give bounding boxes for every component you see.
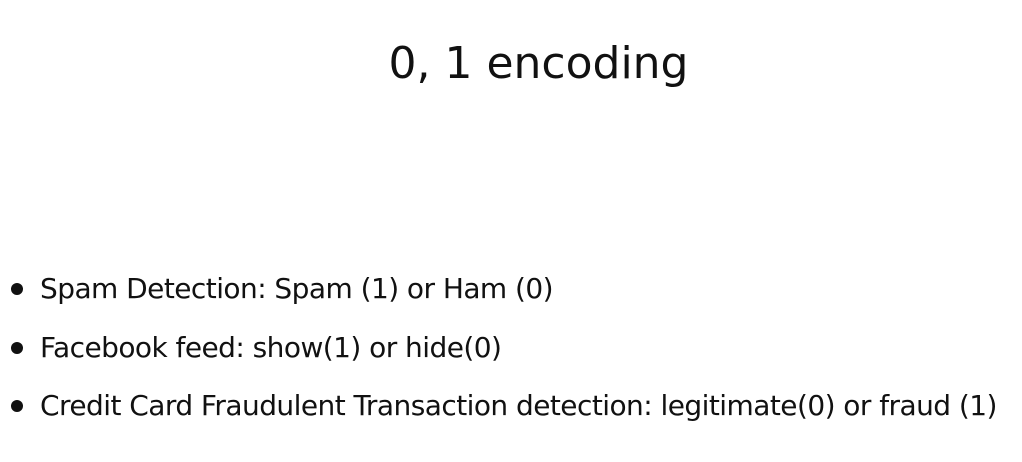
bullet-item-facebook-feed: Facebook feed: show(1) or hide(0) <box>7 319 997 378</box>
bullet-item-spam-detection: Spam Detection: Spam (1) or Ham (0) <box>7 260 997 319</box>
bullet-dot-icon <box>11 283 23 296</box>
bullet-dot-icon <box>11 341 23 354</box>
bullet-text: Spam Detection: Spam (1) or Ham (0) <box>40 272 554 306</box>
bullet-text: Facebook feed: show(1) or hide(0) <box>40 330 502 364</box>
bullet-item-credit-card-fraud: Credit Card Fraudulent Transaction detec… <box>7 377 997 436</box>
bullet-dot-icon <box>11 400 23 413</box>
slide-title: 0, 1 encoding <box>388 38 689 89</box>
bullet-list: Spam Detection: Spam (1) or Ham (0) Face… <box>7 260 997 436</box>
bullet-text: Credit Card Fraudulent Transaction detec… <box>40 389 997 423</box>
